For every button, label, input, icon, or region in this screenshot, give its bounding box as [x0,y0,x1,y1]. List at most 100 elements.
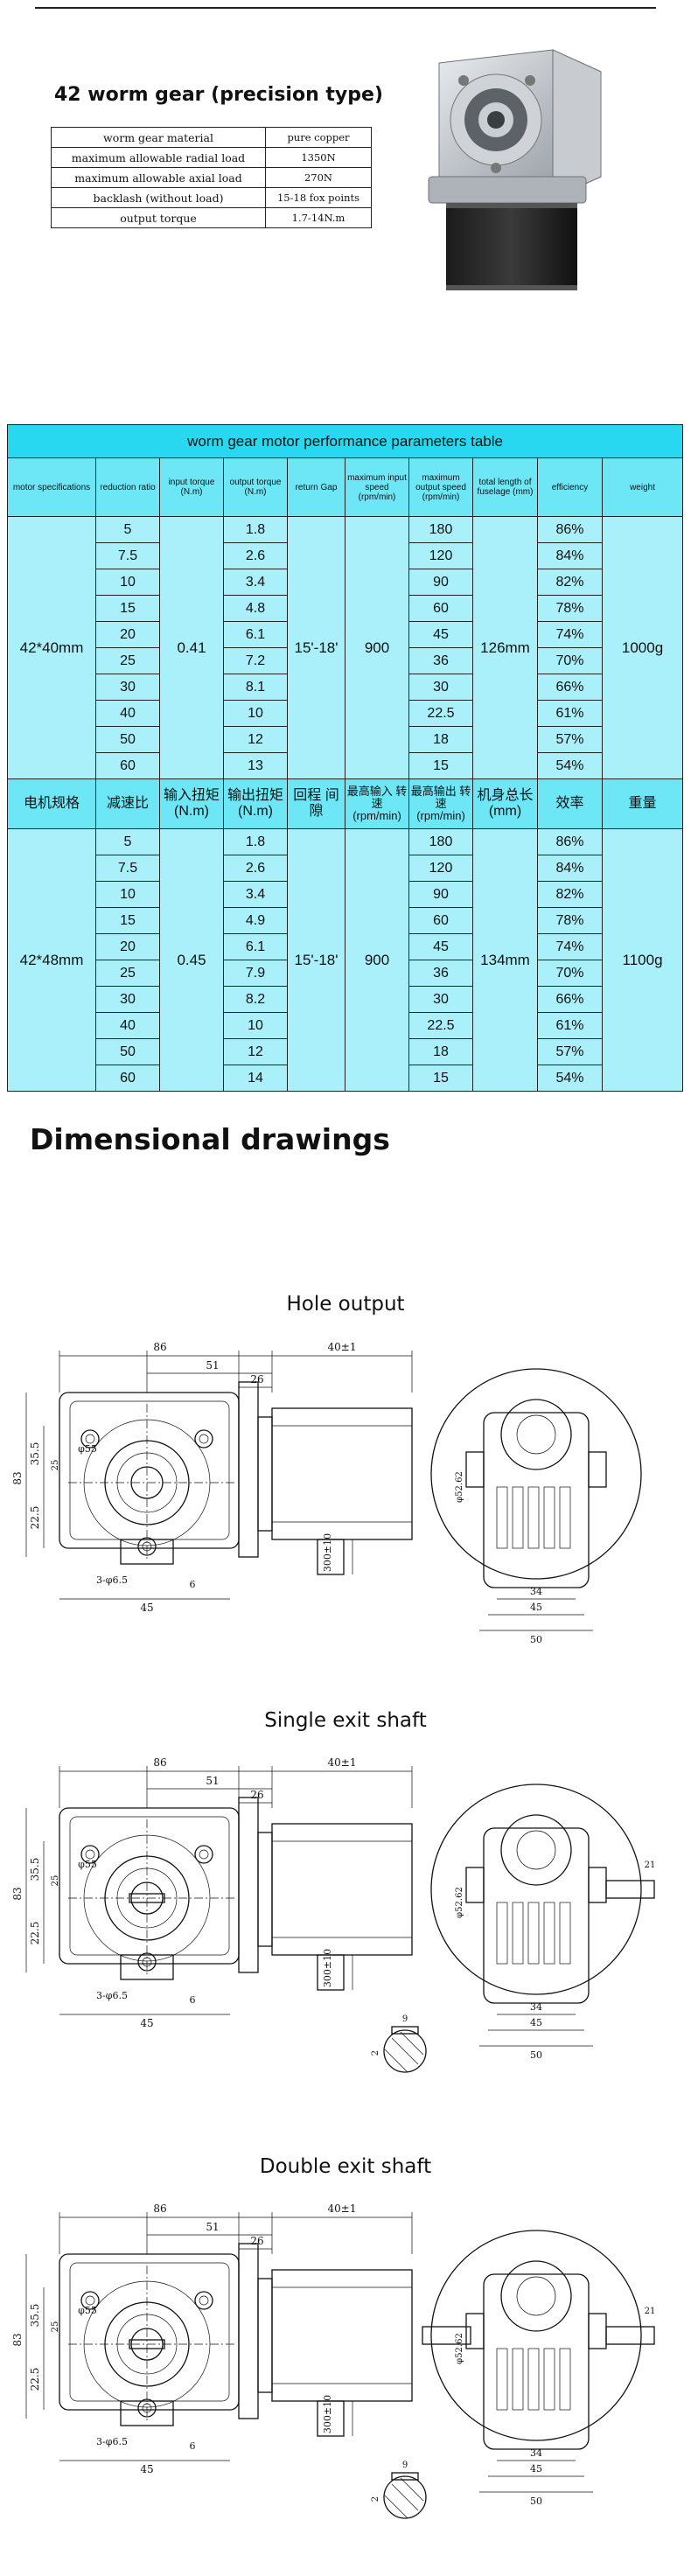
dimension-label: 3-φ6.5 [96,1574,128,1586]
header-cell-cn: 最高输入 转速 (rpm/min) [345,778,409,829]
performance-table: worm gear motor performance parameters t… [6,424,684,1092]
worm-gear-motor-photo [428,49,602,290]
mount-hole-inner [85,1849,95,1860]
single-exit-shaft-drawing: 86512640±18335.522.525φ553-φ6.5456300±10… [11,1756,656,2073]
dimension-label: 26 [250,1789,263,1801]
output-speed-cell: 180 [408,516,473,543]
header-cell-cn: 回程 间隙 [287,778,346,829]
hatch [400,2477,424,2502]
cooling-fin [512,2348,524,2411]
cooling-fin [496,2348,508,2411]
key-section [383,2029,427,2073]
header-cell-cn: 减速比 [95,778,160,829]
dimension-label: 86 [153,2203,166,2215]
hatch [384,2049,408,2073]
output-speed-cell: 45 [408,933,473,960]
efficiency-cell: 66% [537,986,603,1013]
ratio-cell: 40 [95,700,160,727]
hole-output-title: Hole output [286,1293,405,1316]
header-cell-en: weight [601,457,684,517]
motor-flange [238,1797,259,1973]
output-speed-cell: 45 [408,621,473,648]
input-torque-cell: 0.41 [159,516,224,779]
efficiency-cell: 82% [537,569,603,596]
ratio-cell: 5 [95,516,160,543]
key-slot [391,2472,419,2481]
header-cell-cn: 输入扭矩 (N.m) [159,778,224,829]
header-cell-en: output torque (N.m) [223,457,288,517]
output-torque-cell: 4.9 [223,907,288,934]
spec-key: output torque [51,207,266,228]
cooling-fin [527,1486,540,1549]
output-torque-cell: 3.4 [223,881,288,908]
dimension-label: 6 [190,1994,196,2006]
side-tab [588,1451,607,1488]
output-torque-cell: 3.4 [223,569,288,596]
output-torque-cell: 10 [223,700,288,727]
dimension-label: 21 [645,1860,656,1870]
dimension-label: 50 [530,2049,542,2061]
gearbox-inner [69,1400,230,1540]
dimension-label: 45 [530,2017,542,2028]
output-speed-cell: 30 [408,986,473,1013]
flange-spigot [257,2278,273,2393]
ratio-cell: 5 [95,828,160,855]
ratio-cell: 7.5 [95,855,160,882]
dimension-label: 83 [11,2333,24,2346]
dimension-label: φ52.62 [455,1887,464,1918]
header-cell-cn: 效率 [537,778,603,829]
motor-spec-cell: 42*48mm [7,828,96,1092]
cooling-fin [496,1902,508,1965]
output-torque-cell: 6.1 [223,933,288,960]
dimension-label: 3-φ6.5 [96,2436,128,2447]
output-speed-cell: 36 [408,647,473,674]
side-body [483,1412,590,1588]
dimension-label: 45 [140,1602,153,1614]
side-hub [500,1399,572,1470]
dimension-label: φ55 [78,1859,97,1870]
output-torque-cell: 12 [223,726,288,753]
double-exit-shaft-title: Double exit shaft [259,2155,432,2178]
return-gap-cell: 15'-18' [287,516,346,779]
cooling-fin [559,1902,571,1965]
stepper-motor [271,2269,413,2402]
dimension-label: 35.5 [29,1858,41,1881]
mount-hole-inner [142,1957,152,1967]
dimension-label: 51 [206,1359,219,1372]
dimension-label: 34 [530,2447,542,2459]
spec-title: 42 worm gear (precision type) [54,84,383,106]
output-speed-cell: 22.5 [408,700,473,727]
ratio-cell: 25 [95,647,160,674]
connector [317,1539,345,1575]
ratio-cell: 15 [95,907,160,934]
connector [317,1954,345,1991]
spec-value: 15-18 fox points [265,187,372,208]
output-speed-cell: 60 [408,907,473,934]
shaft-key [129,2339,165,2349]
motor-spec-cell: 42*40mm [7,516,96,779]
mount-hole-inner [85,1434,95,1444]
efficiency-cell: 78% [537,595,603,622]
efficiency-cell: 82% [537,881,603,908]
dimension-label: 22.5 [29,1506,41,1530]
dimension-label: φ52.62 [455,1471,464,1503]
dimension-label: 83 [11,1471,24,1484]
ratio-cell: 15 [95,595,160,622]
dimension-label: 40±1 [328,1756,357,1769]
dimension-label: 2 [371,2050,380,2056]
output-torque-cell: 7.2 [223,647,288,674]
output-speed-cell: 60 [408,595,473,622]
single-exit-shaft-title: Single exit shaft [264,1709,427,1732]
dimension-label: 25 [51,1875,60,1887]
spec-value: pure copper [265,127,372,148]
efficiency-cell: 70% [537,647,603,674]
top-divider [35,7,656,9]
output-speed-cell: 36 [408,960,473,987]
